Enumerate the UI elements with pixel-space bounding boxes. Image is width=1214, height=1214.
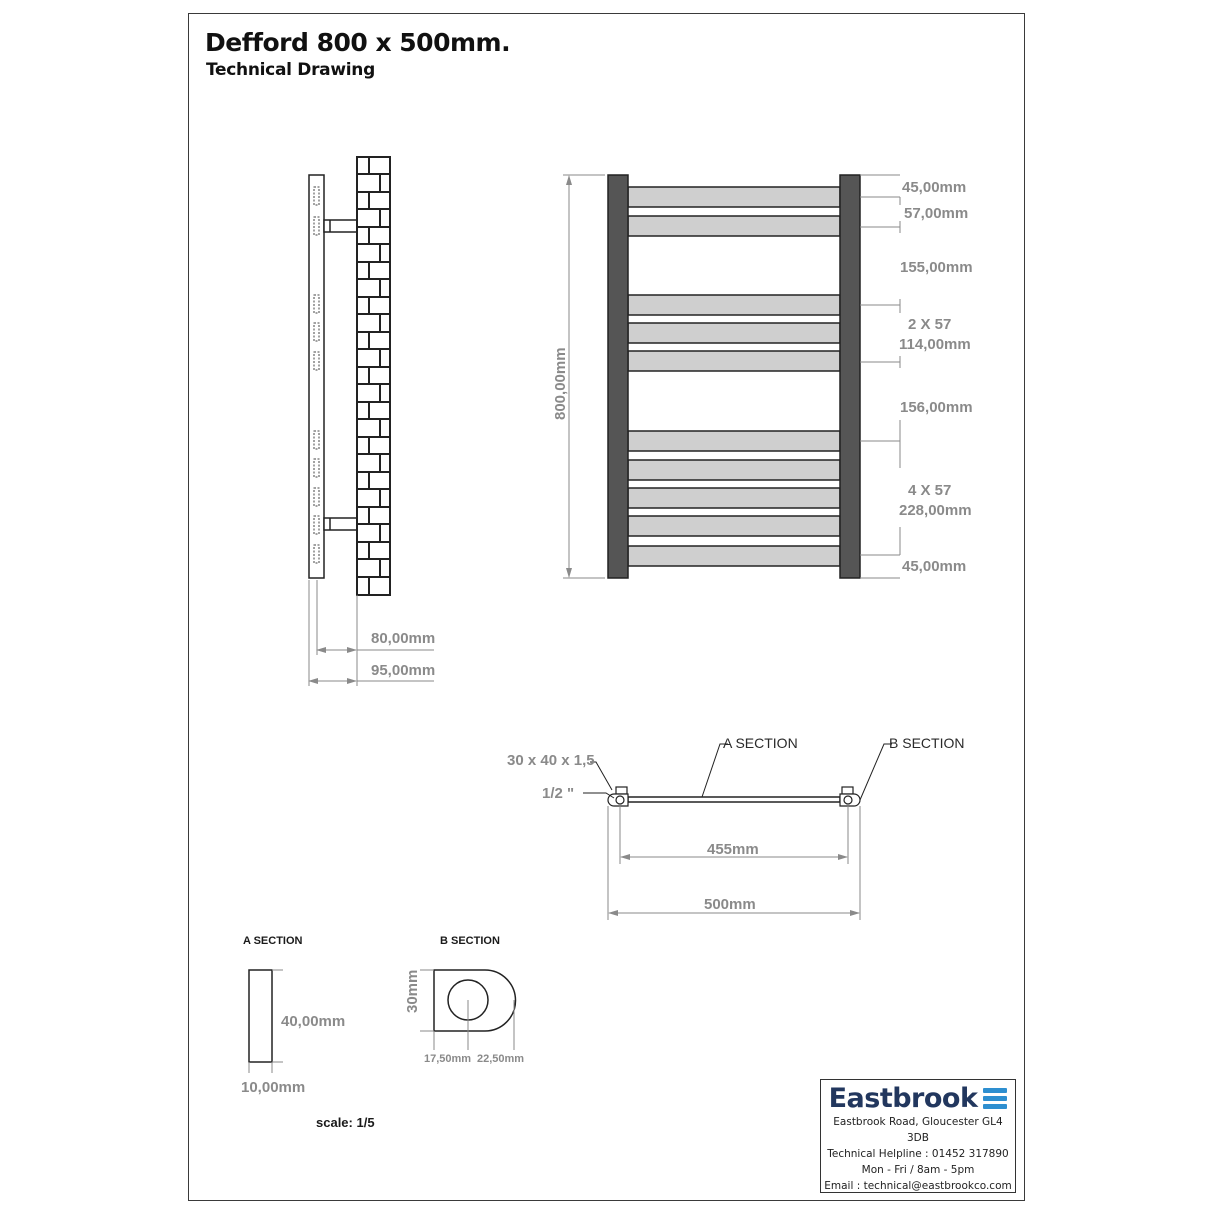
- section-a-height: 40,00mm: [281, 1013, 345, 1030]
- drawing-subtitle: Technical Drawing: [206, 60, 375, 80]
- dim-80: 80,00mm: [371, 630, 435, 647]
- section-b: B SECTION 30mm 17,50mm 22,50mm: [404, 935, 524, 1065]
- dim-group2-total: 114,00mm: [899, 336, 971, 353]
- company-email: Email : technical@eastbrookco.com: [824, 1180, 1012, 1192]
- dim-bottom: 45,00mm: [902, 558, 966, 575]
- plan-view: 30 x 40 x 1,5 1/2 " A SECTION B SECTION …: [507, 735, 964, 920]
- section-b-left: 17,50mm: [424, 1053, 471, 1065]
- side-view: 80,00mm 95,00mm: [308, 156, 435, 686]
- company-name: Eastbrook: [828, 1083, 978, 1114]
- company-address: Eastbrook Road, Gloucester GL4 3DB: [833, 1116, 1003, 1144]
- dim-group2-count: 2 X 57: [908, 316, 951, 333]
- drawing-title: Defford 800 x 500mm.: [205, 28, 511, 57]
- dim-95: 95,00mm: [371, 662, 435, 679]
- company-hours: Mon - Fri / 8am - 5pm: [861, 1164, 975, 1176]
- company-logo: Eastbrook: [821, 1083, 1015, 1114]
- a-section-callout: A SECTION: [723, 735, 798, 751]
- dim-group4-count: 4 X 57: [908, 482, 951, 499]
- section-a-title: A SECTION: [243, 935, 303, 947]
- company-helpline: Technical Helpline : 01452 317890: [827, 1148, 1009, 1160]
- drawing-sheet: [188, 13, 1025, 1201]
- section-b-right: 22,50mm: [477, 1053, 524, 1065]
- section-b-title: B SECTION: [440, 935, 500, 947]
- dim-spacing: 57,00mm: [904, 205, 968, 222]
- company-info-box: Eastbrook Eastbrook Road, Gloucester GL4…: [820, 1079, 1016, 1193]
- scale-label: scale: 1/5: [316, 1115, 375, 1130]
- connection-size-label: 1/2 ": [542, 785, 574, 802]
- dim-height: 800,00mm: [552, 347, 569, 420]
- section-a-width: 10,00mm: [241, 1079, 305, 1096]
- dim-overall-width: 500mm: [704, 896, 756, 913]
- front-view: 800,00mm 45,00mm 57,00mm 155,00mm 2 X 57…: [552, 174, 973, 579]
- dim-top: 45,00mm: [902, 179, 966, 196]
- waves-icon: [983, 1088, 1008, 1109]
- tube-spec-label: 30 x 40 x 1,5: [507, 752, 595, 769]
- dim-gap1: 155,00mm: [900, 259, 973, 276]
- b-section-callout: B SECTION: [889, 735, 964, 751]
- section-a: A SECTION 40,00mm 10,00mm: [241, 935, 345, 1096]
- dim-gap2: 156,00mm: [900, 399, 973, 416]
- dim-centres: 455mm: [707, 841, 759, 858]
- section-b-height: 30mm: [404, 970, 421, 1013]
- dim-group4-total: 228,00mm: [899, 502, 972, 519]
